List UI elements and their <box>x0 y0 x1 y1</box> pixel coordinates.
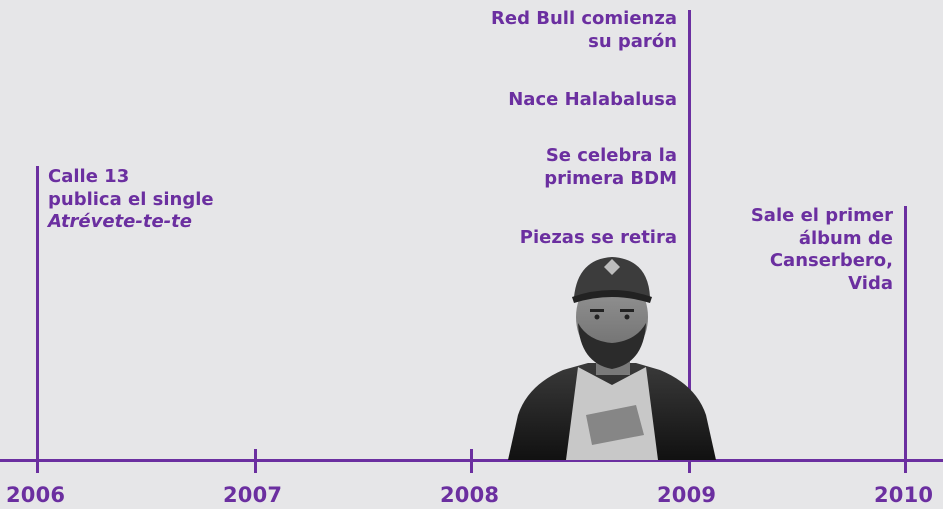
event-2009-red-bull-line-1: Red Bull comienza <box>491 8 677 29</box>
event-2009-bdm-line-1: Se celebra la <box>545 145 677 166</box>
year-2009: 2009 <box>657 483 717 507</box>
event-2009-piezas: Piezas se retira <box>520 227 677 250</box>
event-2006-song-title: Atrévete-te-te <box>48 211 192 232</box>
event-stem-2010 <box>904 206 907 461</box>
event-2009-red-bull-line-2: su parón <box>588 30 677 52</box>
event-2010-line-4: Vida <box>848 272 893 294</box>
year-2008: 2008 <box>440 483 500 507</box>
event-stem-2009 <box>688 10 691 461</box>
year-2006: 2006 <box>6 483 66 507</box>
event-2009-halabalusa-line-1: Nace Halabalusa <box>508 89 677 110</box>
event-2009-bdm-line-2: primera BDM <box>544 167 677 189</box>
event-stem-2006 <box>36 166 39 461</box>
event-2010-line-2: álbum de <box>798 227 893 249</box>
event-2010-line-1: Sale el primer <box>750 205 893 226</box>
year-2010: 2010 <box>874 483 934 507</box>
event-2006-line-2: publica el single <box>48 188 214 210</box>
tick-2007 <box>254 449 257 473</box>
event-2009-piezas-line-1: Piezas se retira <box>519 227 677 248</box>
portrait-photo <box>508 257 716 460</box>
tick-2008 <box>470 449 473 473</box>
event-2009-red-bull: Red Bull comienza su parón <box>491 8 677 53</box>
tick-2009 <box>688 449 691 473</box>
tick-2010 <box>904 449 907 473</box>
event-2006: Calle 13 publica el single Atrévete-te-t… <box>48 166 214 234</box>
event-2006-line-1: Calle 13 <box>48 166 130 187</box>
year-2007: 2007 <box>223 483 283 507</box>
event-2010-line-3: Canserbero, <box>769 250 893 271</box>
tick-2006 <box>36 449 39 473</box>
event-2009-bdm: Se celebra la primera BDM <box>544 145 677 190</box>
event-2009-halabalusa: Nace Halabalusa <box>508 89 677 112</box>
event-2010: Sale el primer álbum de Canserbero, Vida <box>751 205 893 295</box>
